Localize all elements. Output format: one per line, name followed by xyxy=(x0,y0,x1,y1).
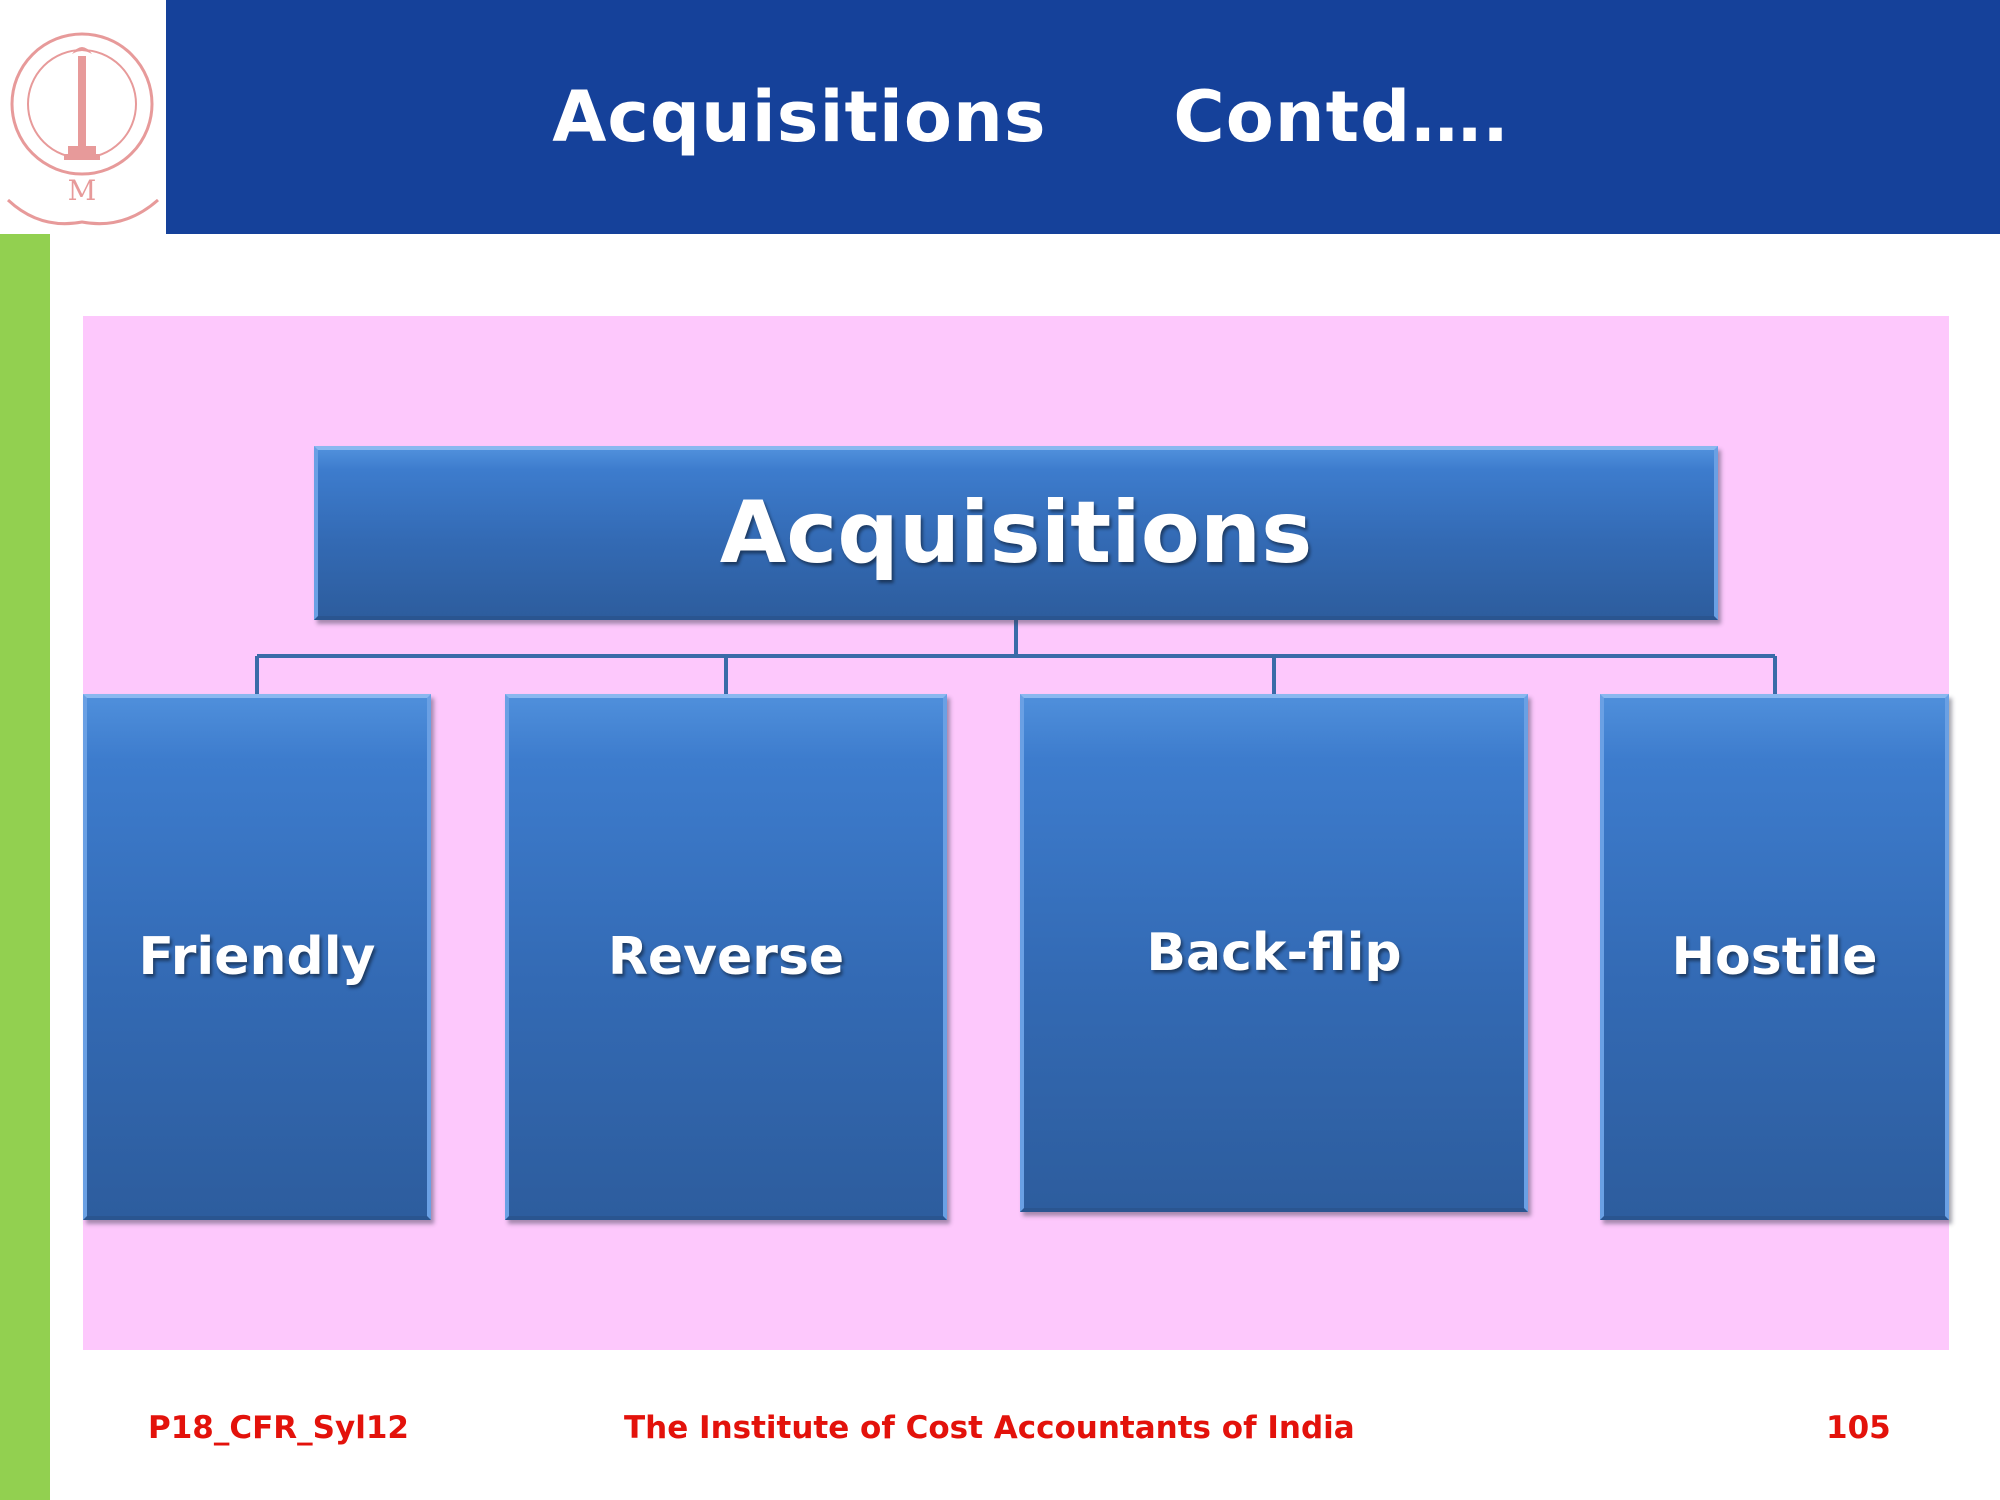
footer-course-code: P18_CFR_Syl12 xyxy=(148,1410,409,1446)
node-friendly: Friendly xyxy=(83,694,431,1220)
node-label-root: Acquisitions xyxy=(719,483,1313,583)
node-label-reverse: Reverse xyxy=(607,927,845,987)
node-label-friendly: Friendly xyxy=(138,927,376,987)
page-title: Acquisitions Contd…. xyxy=(552,76,1510,158)
node-acquisitions: Acquisitions xyxy=(314,446,1718,620)
title-bar: Acquisitions Contd…. xyxy=(166,0,2000,234)
footer-page-number: 105 xyxy=(1826,1410,1891,1446)
institute-seal-icon: M xyxy=(6,32,159,226)
accent-sidebar xyxy=(0,234,50,1500)
node-label-back-flip: Back-flip xyxy=(1146,923,1402,983)
svg-text:M: M xyxy=(68,174,97,207)
node-reverse: Reverse xyxy=(505,694,947,1220)
footer-organization: The Institute of Cost Accountants of Ind… xyxy=(624,1410,1355,1446)
node-back-flip: Back-flip xyxy=(1020,694,1528,1212)
institute-logo: M xyxy=(0,0,166,234)
node-hostile: Hostile xyxy=(1600,694,1949,1220)
node-label-hostile: Hostile xyxy=(1671,927,1878,987)
